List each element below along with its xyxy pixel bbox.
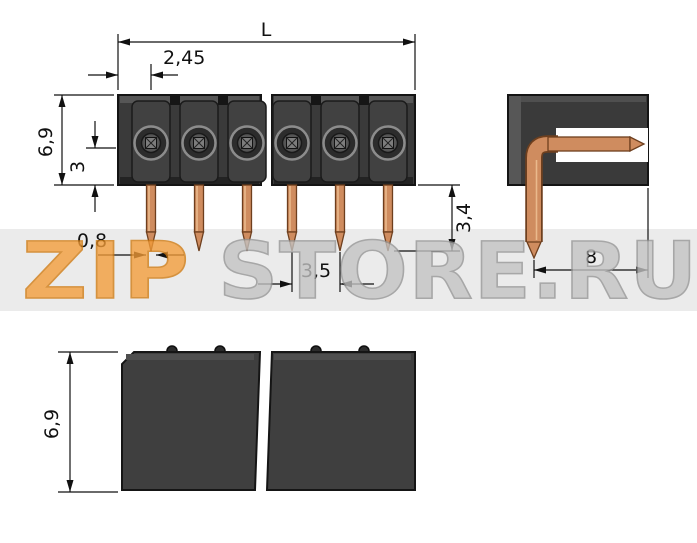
bottom-view xyxy=(121,345,416,491)
side-body-front-face xyxy=(509,96,521,184)
dimension-pin-width: 0,8 xyxy=(77,230,184,259)
pin-cell xyxy=(130,99,172,184)
dimension-body-height: 6,9 xyxy=(35,94,114,186)
dim-pin-protrusion-label: 3,4 xyxy=(453,203,475,233)
bottom-body-left-edge-highlight xyxy=(126,354,254,360)
dimension-overall-length: L xyxy=(117,19,416,90)
pin-cell xyxy=(271,99,313,184)
dimension-side-depth: 8 xyxy=(533,188,649,278)
side-view xyxy=(507,94,649,260)
watermark-text: ZIP STORE.RU xyxy=(22,227,697,317)
angle-pin-horizontal xyxy=(547,136,631,152)
angle-pin-leg-tip xyxy=(526,241,542,260)
bottom-body-right xyxy=(265,351,416,491)
bottom-body-right-edge-highlight xyxy=(274,354,411,360)
top-notch xyxy=(218,95,228,105)
pin-cell xyxy=(319,99,361,184)
dim-side-depth-label: 8 xyxy=(585,246,597,268)
top-notch xyxy=(170,95,180,105)
dim-first-pin-offset-label: 2,45 xyxy=(163,47,205,69)
watermark: ZIP STORE.RU xyxy=(21,226,697,318)
dim-overall-length-label: L xyxy=(261,19,272,41)
bottom-body-left xyxy=(121,351,262,491)
front-body-right-top-edge xyxy=(274,96,413,103)
front-body-left-top-edge xyxy=(120,96,259,103)
side-body-top-edge xyxy=(510,96,646,102)
dimension-pin-pitch: 3,5 xyxy=(258,252,374,292)
dim-pin-axis-to-bottom-label: 3 xyxy=(67,161,89,173)
pin-cell xyxy=(178,99,220,184)
watermark-store: STORE.RU xyxy=(218,227,697,317)
dim-body-height-label: 6,9 xyxy=(35,127,57,157)
angle-pin-tip xyxy=(629,135,646,153)
dimension-pin-protrusion: 3,4 xyxy=(394,184,475,252)
dimension-bottom-view-height: 6,9 xyxy=(41,351,118,493)
dimension-pin-axis-to-bottom: 3 xyxy=(67,121,116,212)
top-notch xyxy=(359,95,369,105)
top-notch xyxy=(311,95,321,105)
dim-bottom-view-height-label: 6,9 xyxy=(41,409,63,439)
pin-cell xyxy=(367,99,409,184)
front-view xyxy=(117,94,416,252)
dim-pin-width-label: 0,8 xyxy=(77,230,107,252)
dim-pin-pitch-label: 3,5 xyxy=(301,260,331,282)
dimension-first-pin-offset: 2,45 xyxy=(88,47,205,90)
watermark-zip: ZIP xyxy=(22,227,190,317)
pin-cell xyxy=(226,99,268,184)
